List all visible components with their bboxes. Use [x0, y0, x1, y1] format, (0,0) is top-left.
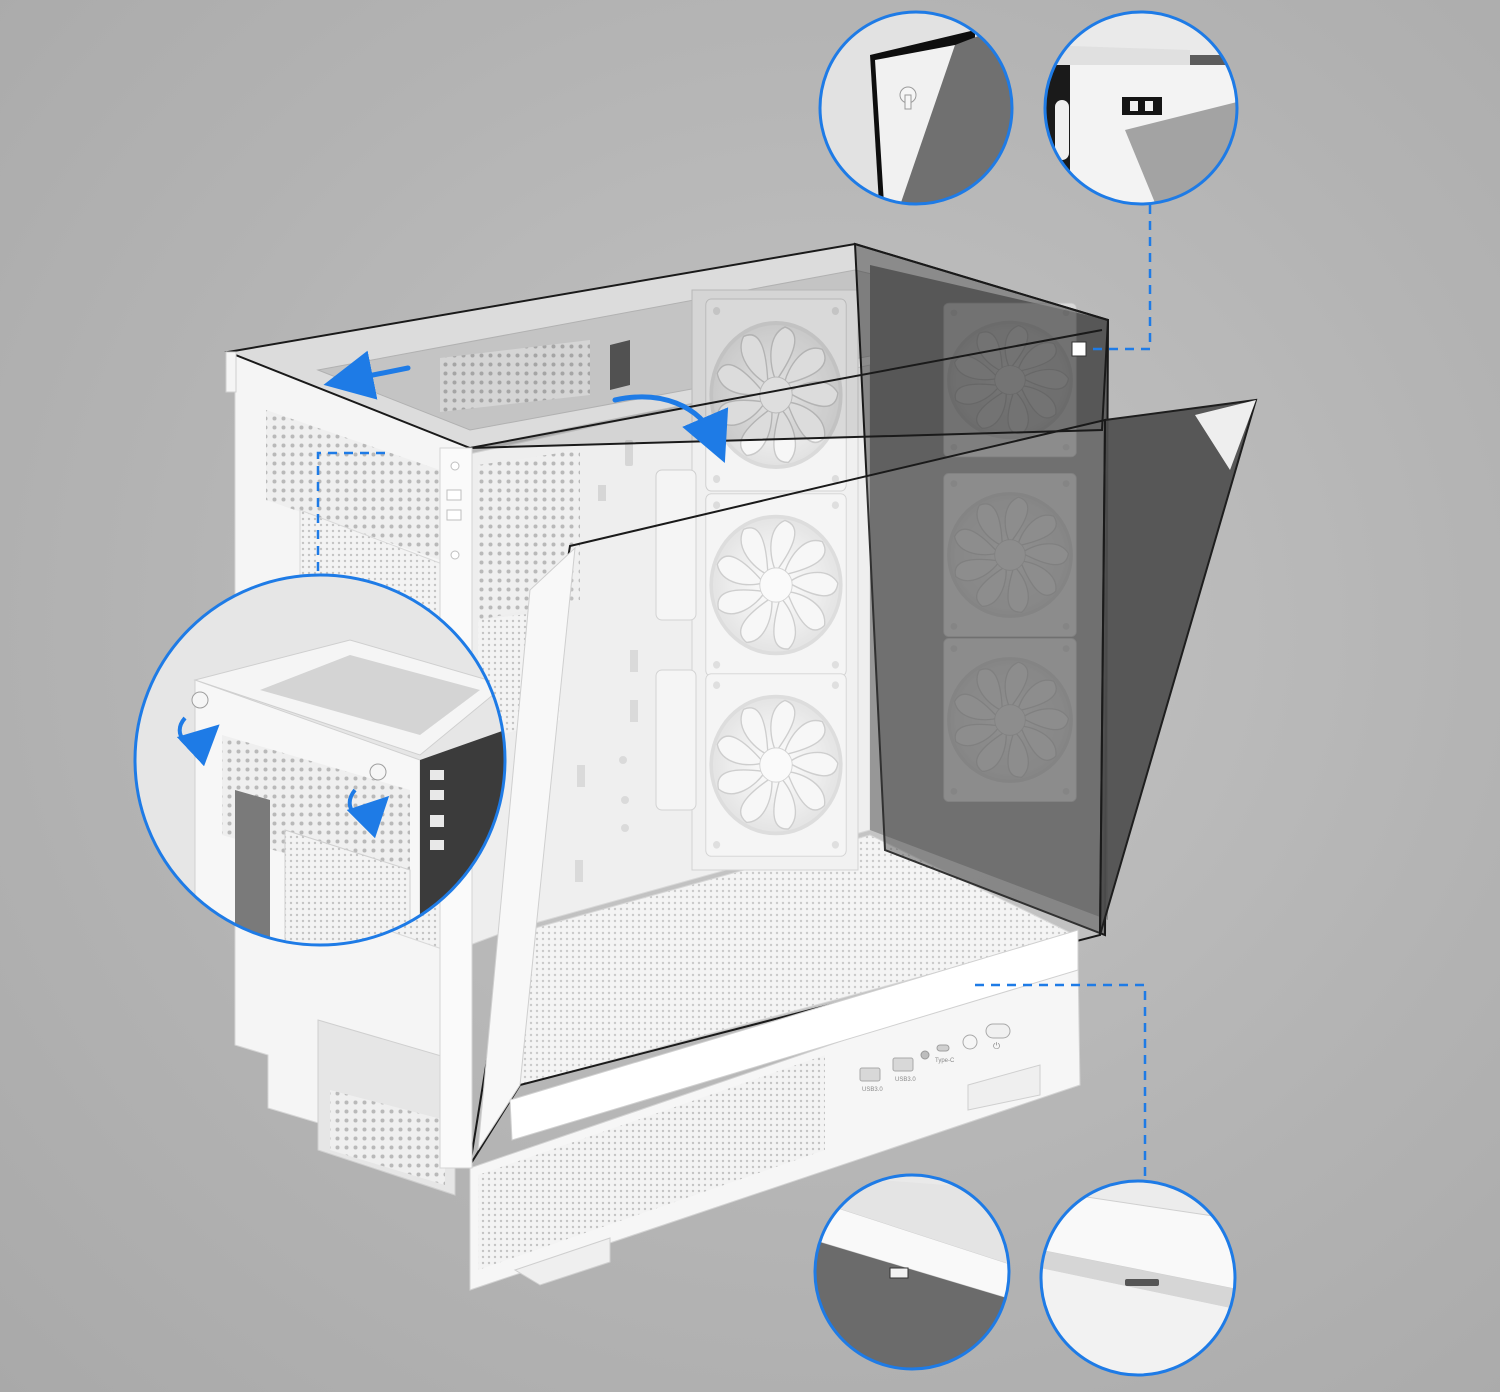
- pillar-mounts: [446, 461, 462, 560]
- glass-reflection: [1195, 400, 1256, 470]
- thumbscrew-2-icon: [369, 763, 387, 781]
- rotate-arrow-2-icon: [346, 788, 390, 839]
- power-button[interactable]: [985, 1023, 1011, 1039]
- fan-cable-brackets: [655, 469, 697, 811]
- audio-jack[interactable]: [920, 1050, 930, 1060]
- glass-clip-icon: [889, 1267, 909, 1279]
- callout-glass-pin: [818, 10, 1014, 206]
- type-c-port[interactable]: [936, 1044, 950, 1052]
- leader-top-right: [1082, 205, 1152, 351]
- leader-rear: [316, 451, 385, 575]
- psu-mesh: [330, 1090, 445, 1185]
- front-fan-stack: [655, 289, 859, 871]
- eps-cutout: [610, 340, 630, 390]
- detached-side-glass: [1099, 398, 1258, 936]
- latch-icon: [1122, 97, 1162, 115]
- rear-top-post: [225, 351, 237, 393]
- callout-slot: [1039, 1179, 1237, 1377]
- leader-bottom: [975, 983, 1147, 1185]
- front-io-panel: USB3.0 USB3.0 Type-C ⏻: [859, 1023, 1011, 1093]
- shroud-mesh: [478, 1055, 825, 1270]
- front-bottom-frame: [509, 929, 1079, 1141]
- rear-exhaust-mesh: [266, 410, 440, 560]
- slot-icon: [1125, 1279, 1159, 1286]
- front-glass-pillar: [477, 546, 576, 1151]
- callout-thumbscrews: [133, 573, 507, 947]
- arrow-curved-icon: [612, 394, 729, 463]
- motherboard-tray-cutouts: [575, 440, 638, 882]
- motion-arrows: [323, 350, 729, 463]
- callout-latch: [1043, 10, 1239, 206]
- usb-a-port-2[interactable]: [892, 1057, 914, 1072]
- power-icon: ⏻: [993, 1041, 1000, 1051]
- type-c-port-label: Type-C: [935, 1058, 955, 1064]
- top-glass-panel: [224, 242, 1110, 450]
- reset-button[interactable]: [962, 1034, 978, 1050]
- thumbscrew-1-icon: [191, 691, 209, 709]
- callout-glass-edge: [813, 1173, 1011, 1371]
- rotate-arrow-1-icon: [176, 716, 220, 767]
- leader-lines: [316, 205, 1152, 1185]
- arrow-left-icon: [323, 350, 411, 400]
- usb-a-port-1-label: USB3.0: [862, 1087, 883, 1093]
- usb-a-port-2-label: USB3.0: [895, 1077, 916, 1083]
- case-foot-right: [967, 1064, 1041, 1111]
- top-fan-mesh: [440, 340, 590, 412]
- case-foot-left: [513, 1237, 611, 1286]
- usb-a-port-1[interactable]: [859, 1067, 881, 1082]
- latch-marker: [1071, 341, 1087, 357]
